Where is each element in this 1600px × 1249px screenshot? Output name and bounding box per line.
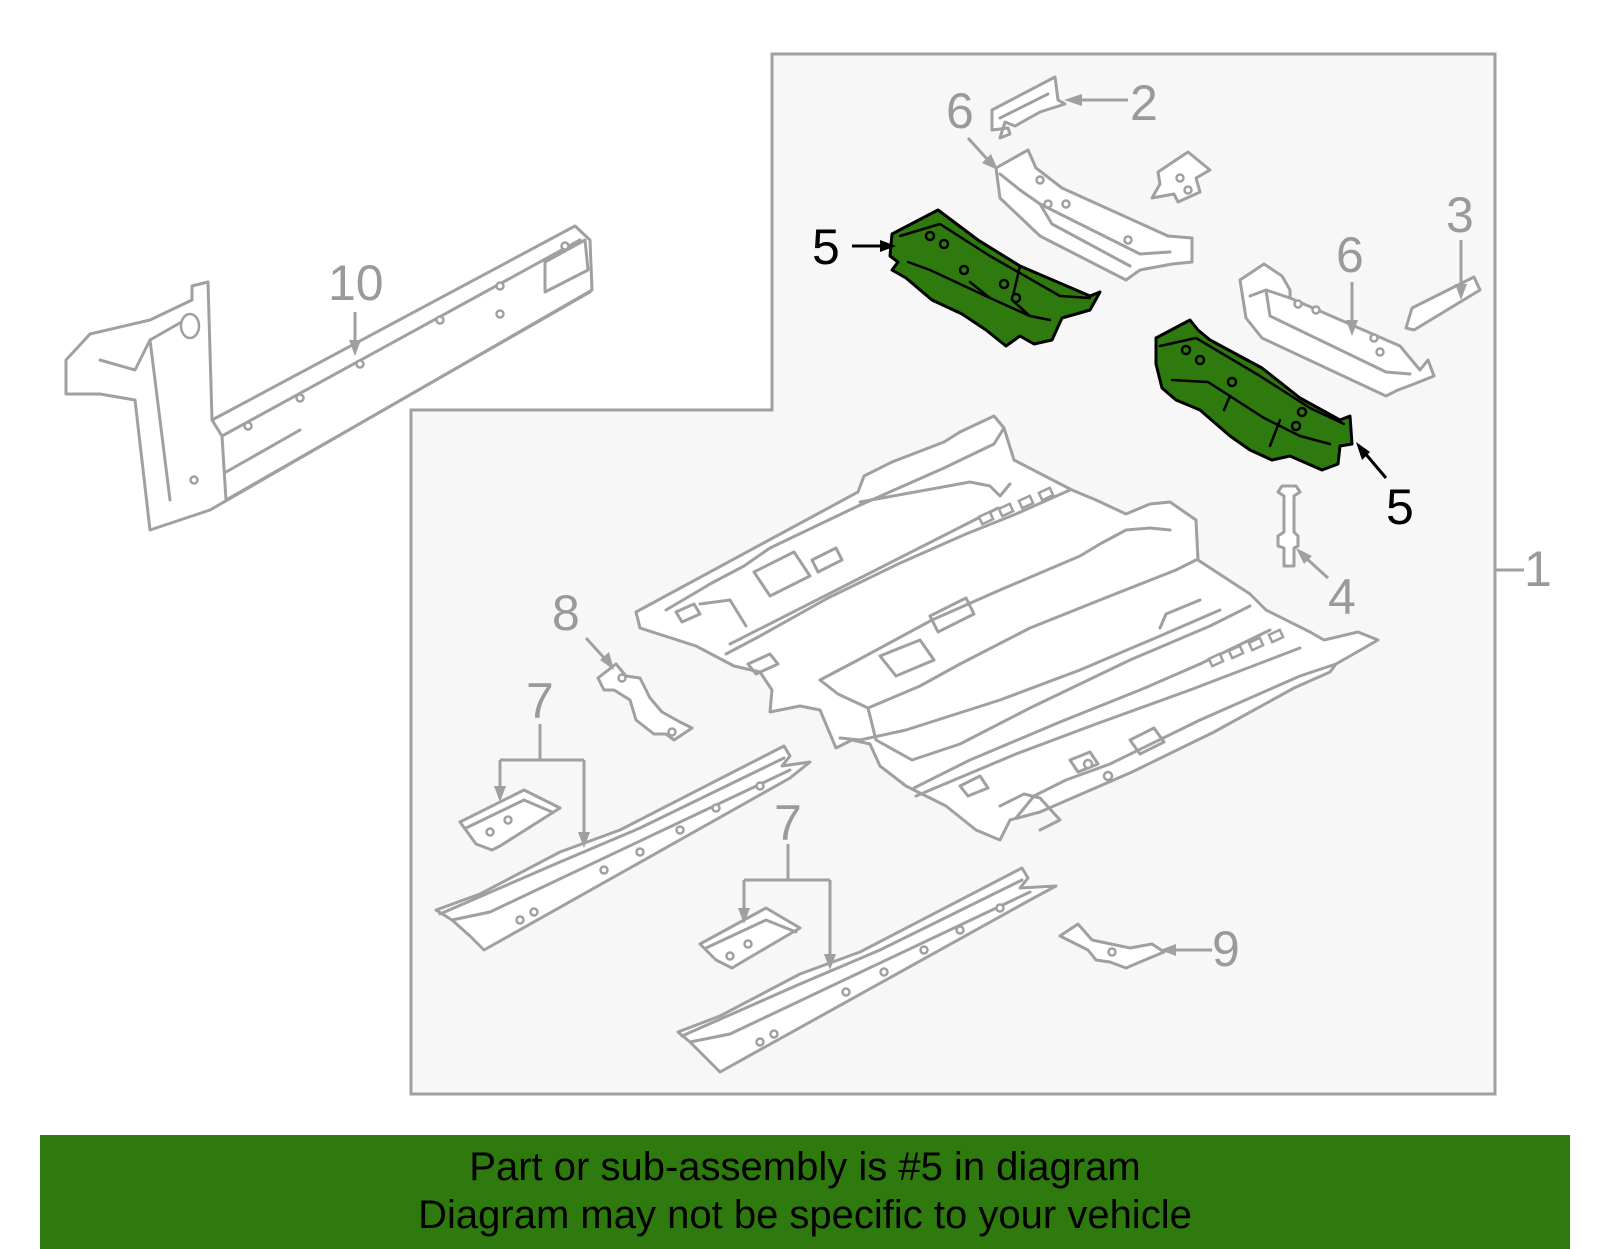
callout-7-left: 7	[526, 673, 554, 729]
part-4-bolt[interactable]	[1276, 484, 1302, 568]
part-7-brace-right[interactable]	[698, 906, 802, 970]
callout-1: 1	[1524, 541, 1552, 597]
part-6-crossmember-lower[interactable]	[1238, 262, 1436, 398]
callout-8: 8	[552, 585, 580, 641]
gusset-bracket[interactable]	[1150, 150, 1212, 204]
part-8-bracket[interactable]	[596, 662, 694, 742]
part-7-brace-left[interactable]	[458, 788, 562, 852]
callout-labels: 2 6 3 6 10 4 1 8 7 7 9 5 5	[328, 75, 1552, 977]
leader-lines	[349, 94, 1524, 970]
banner-line-2: Diagram may not be specific to your vehi…	[418, 1193, 1192, 1237]
floor-pan[interactable]	[634, 414, 1380, 842]
callout-3: 3	[1446, 187, 1474, 243]
callout-10: 10	[328, 255, 384, 311]
callout-7-right: 7	[774, 795, 802, 851]
part-9-bracket[interactable]	[1058, 922, 1166, 970]
callout-9: 9	[1212, 921, 1240, 977]
info-banner: Part or sub-assembly is #5 in diagram Di…	[40, 1135, 1570, 1249]
part-5-highlighted-right[interactable]	[1154, 318, 1354, 472]
callout-6-upper: 6	[946, 83, 974, 139]
part-7-rail-right[interactable]	[676, 866, 1058, 1074]
part-7-rail-left[interactable]	[434, 744, 812, 952]
callout-5-upper: 5	[812, 219, 840, 275]
callout-5-lower: 5	[1386, 479, 1414, 535]
part-5-highlighted-left[interactable]	[888, 208, 1102, 348]
callout-2: 2	[1130, 75, 1158, 131]
part-2-bracket[interactable]	[990, 75, 1067, 140]
callout-6-lower: 6	[1336, 227, 1364, 283]
part-10-rocker-panel[interactable]	[64, 224, 594, 532]
callout-4: 4	[1328, 569, 1356, 625]
banner-line-1: Part or sub-assembly is #5 in diagram	[469, 1145, 1141, 1189]
part-6-crossmember-upper[interactable]	[994, 148, 1194, 282]
